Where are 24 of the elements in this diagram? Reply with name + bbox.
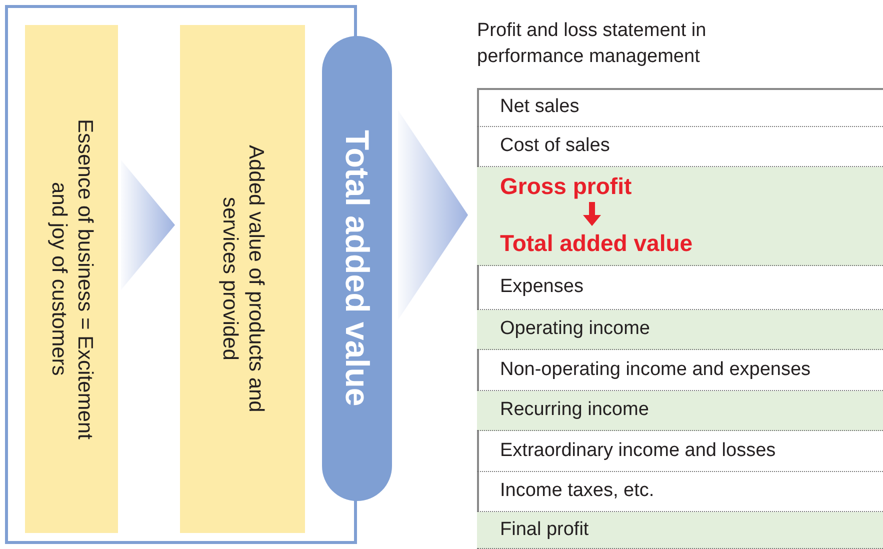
text-panel <box>25 25 118 533</box>
node-text: Cost of sales <box>500 134 610 158</box>
chevron-arrow <box>121 160 175 290</box>
node-text: Essence of business = Excitement and joy of customers <box>46 118 98 442</box>
text-panel <box>180 25 305 533</box>
node-text: Operating income <box>500 317 650 342</box>
node-text: Recurring income <box>500 398 649 422</box>
node-text: Final profit <box>500 518 589 542</box>
table-row <box>477 310 883 350</box>
node-text: Extraordinary income and losses <box>500 438 776 463</box>
node-text: Income taxes, etc. <box>500 479 654 504</box>
block-arrow <box>583 202 601 226</box>
table-row <box>477 391 883 431</box>
node-text: Expenses <box>500 275 584 300</box>
node-text: Added value of products and services provided <box>218 144 268 415</box>
table-title: Profit and loss statement in performance management <box>477 19 708 69</box>
node-text: Total added value <box>338 130 377 407</box>
node-text: Total added value <box>500 228 693 258</box>
highlight-band <box>477 167 883 266</box>
node-text: Net sales <box>500 94 580 119</box>
chevron-arrow <box>398 110 468 320</box>
table-row <box>477 512 883 549</box>
node-text: Gross profit <box>500 172 632 201</box>
node-text: Non-operating income and expenses <box>500 358 811 382</box>
